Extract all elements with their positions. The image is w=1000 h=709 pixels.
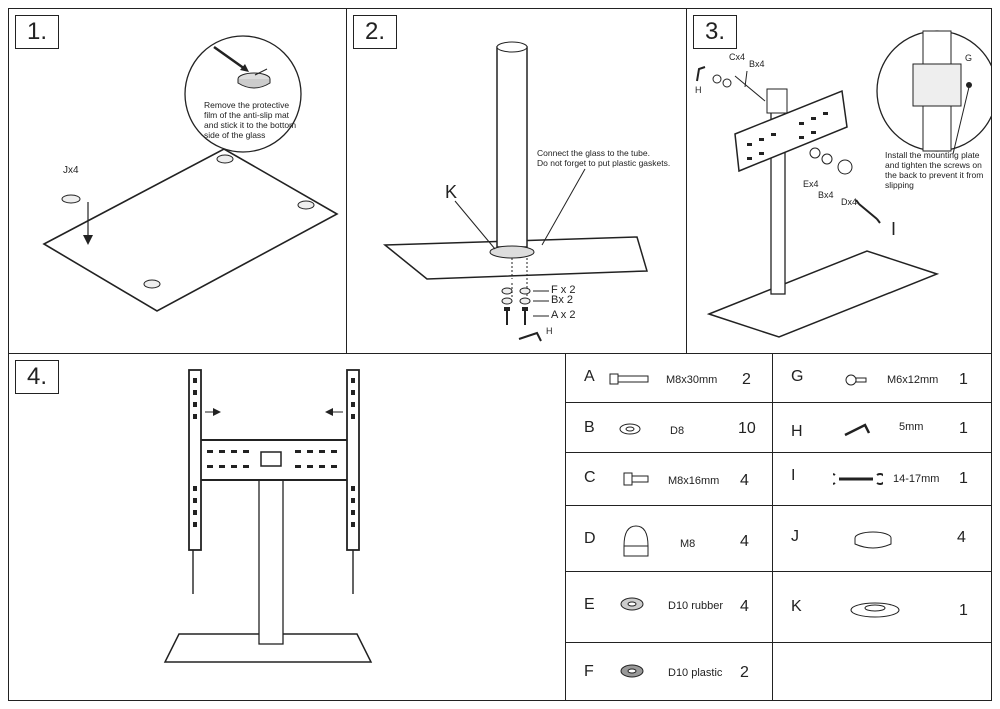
detail-circle: [184, 35, 302, 153]
part-cell-h: H 5mm 1: [772, 402, 992, 453]
part-letter: B: [584, 419, 595, 436]
anti-slip-mat-4: [61, 194, 81, 204]
part-qty: 4: [957, 529, 966, 546]
label-e: Ex4: [803, 179, 819, 189]
part-size: M8x16mm: [668, 475, 720, 487]
part-cell-a: A M8x30mm 2: [565, 353, 773, 403]
part-cell-d: D M8 4: [565, 505, 773, 572]
part-cell-empty: [772, 642, 992, 701]
label-k: K: [445, 182, 458, 202]
part-size: M8: [680, 538, 696, 550]
part-letter: J: [791, 528, 799, 545]
label-b: Bx 2: [551, 294, 574, 306]
anti-slip-mat-2: [297, 200, 315, 210]
step-1-note-line: and stick it to the bottom: [204, 120, 297, 130]
part-cell-f: F D10 plastic 2: [565, 642, 773, 701]
part-size: M6x12mm: [887, 374, 939, 386]
part-cell-i: I 14-17mm 1: [772, 452, 992, 506]
label-h: H: [546, 326, 553, 336]
label-d: Dx4: [841, 197, 858, 207]
anti-slip-mat-3: [143, 279, 161, 289]
washer-icon: [619, 423, 641, 435]
part-letter: G: [791, 368, 804, 385]
tube-ring-icon: [850, 602, 900, 618]
label-j: Jx4: [63, 165, 79, 176]
part-qty: 2: [742, 371, 751, 388]
step-3-note-line: the back to prevent it from: [885, 170, 984, 180]
label-g: G: [965, 53, 973, 63]
part-letter: K: [791, 598, 802, 615]
step-1-note-line: side of the glass: [204, 130, 266, 140]
part-size: D8: [670, 425, 685, 437]
step-3-panel: 3.: [686, 8, 992, 354]
part-qty: 1: [959, 470, 968, 487]
part-qty: 1: [959, 371, 968, 388]
allen-key-icon: [844, 423, 871, 437]
step-2-note-line: Do not forget to put plastic gaskets.: [537, 158, 671, 168]
part-cell-k: K 1: [772, 571, 992, 643]
step-4-number: 4.: [15, 360, 59, 394]
part-qty: 4: [740, 598, 749, 615]
step-3-note-line: slipping: [885, 180, 914, 190]
part-qty: 4: [740, 533, 749, 550]
step-3-number: 3.: [693, 15, 737, 49]
step-3-note-line: Install the mounting plate: [885, 150, 980, 160]
step-3-note-line: and tighten the screws on: [885, 160, 982, 170]
part-size: M8x30mm: [666, 374, 718, 386]
part-cell-j: J 4: [772, 505, 992, 572]
screw-icon: [845, 374, 867, 386]
step-1-number: 1.: [15, 15, 59, 49]
part-letter: D: [584, 530, 596, 547]
label-b: Bx4: [749, 59, 765, 69]
part-letter: E: [584, 596, 595, 613]
label-b2: Bx4: [818, 190, 834, 200]
label-f: F x 2: [551, 284, 576, 296]
label-h: H: [695, 85, 702, 95]
tube-glass-diagram: [382, 41, 648, 342]
part-letter: C: [584, 469, 596, 486]
part-cell-b: B D8 10: [565, 402, 773, 453]
bolt-short-icon: [623, 472, 649, 486]
part-size: D10 plastic: [668, 667, 723, 679]
part-qty: 1: [959, 420, 968, 437]
part-cell-c: C M8x16mm 4: [565, 452, 773, 506]
part-letter: H: [791, 423, 803, 440]
part-letter: F: [584, 663, 594, 680]
part-cell-e: E D10 rubber 4: [565, 571, 773, 643]
part-letter: I: [791, 467, 796, 484]
label-a: A x 2: [551, 309, 576, 321]
cap-nut-icon: [623, 525, 649, 557]
mounting-plate-diagram: [696, 30, 991, 338]
wrench-icon: [833, 473, 883, 485]
part-qty: 2: [740, 664, 749, 681]
step-1-panel: 1. Remove the protective film of the ant…: [8, 8, 347, 354]
tube-ring: [489, 245, 535, 259]
rubber-gasket-icon: [620, 597, 644, 611]
step-4-panel: 4.: [8, 353, 566, 701]
part-size: D10 rubber: [668, 600, 724, 612]
part-qty: 4: [740, 472, 749, 489]
step-1-note-line: Remove the protective: [204, 100, 290, 110]
part-qty: 1: [959, 602, 968, 619]
plate-holes: [207, 450, 337, 468]
plastic-gasket-icon: [620, 664, 644, 678]
bolt-long-icon: [609, 373, 649, 385]
part-size: 5mm: [899, 421, 924, 433]
label-i: I: [891, 219, 897, 239]
step-2-panel: 2.: [346, 8, 687, 354]
part-cell-g: G M6x12mm 1: [772, 353, 992, 403]
glass-plate-diagram: [42, 35, 339, 312]
label-c: Cx4: [729, 52, 746, 62]
anti-slip-mat-1: [216, 154, 234, 164]
part-qty: 10: [738, 420, 756, 437]
anti-slip-mat-icon: [854, 531, 892, 549]
step-2-note-line: Connect the glass to the tube.: [537, 148, 650, 158]
part-letter: A: [584, 368, 595, 385]
step-2-number: 2.: [353, 15, 397, 49]
part-size: 14-17mm: [893, 473, 940, 485]
assembled-stand-diagram: [163, 369, 373, 663]
step-1-note-line: film of the anti-slip mat: [204, 110, 290, 120]
